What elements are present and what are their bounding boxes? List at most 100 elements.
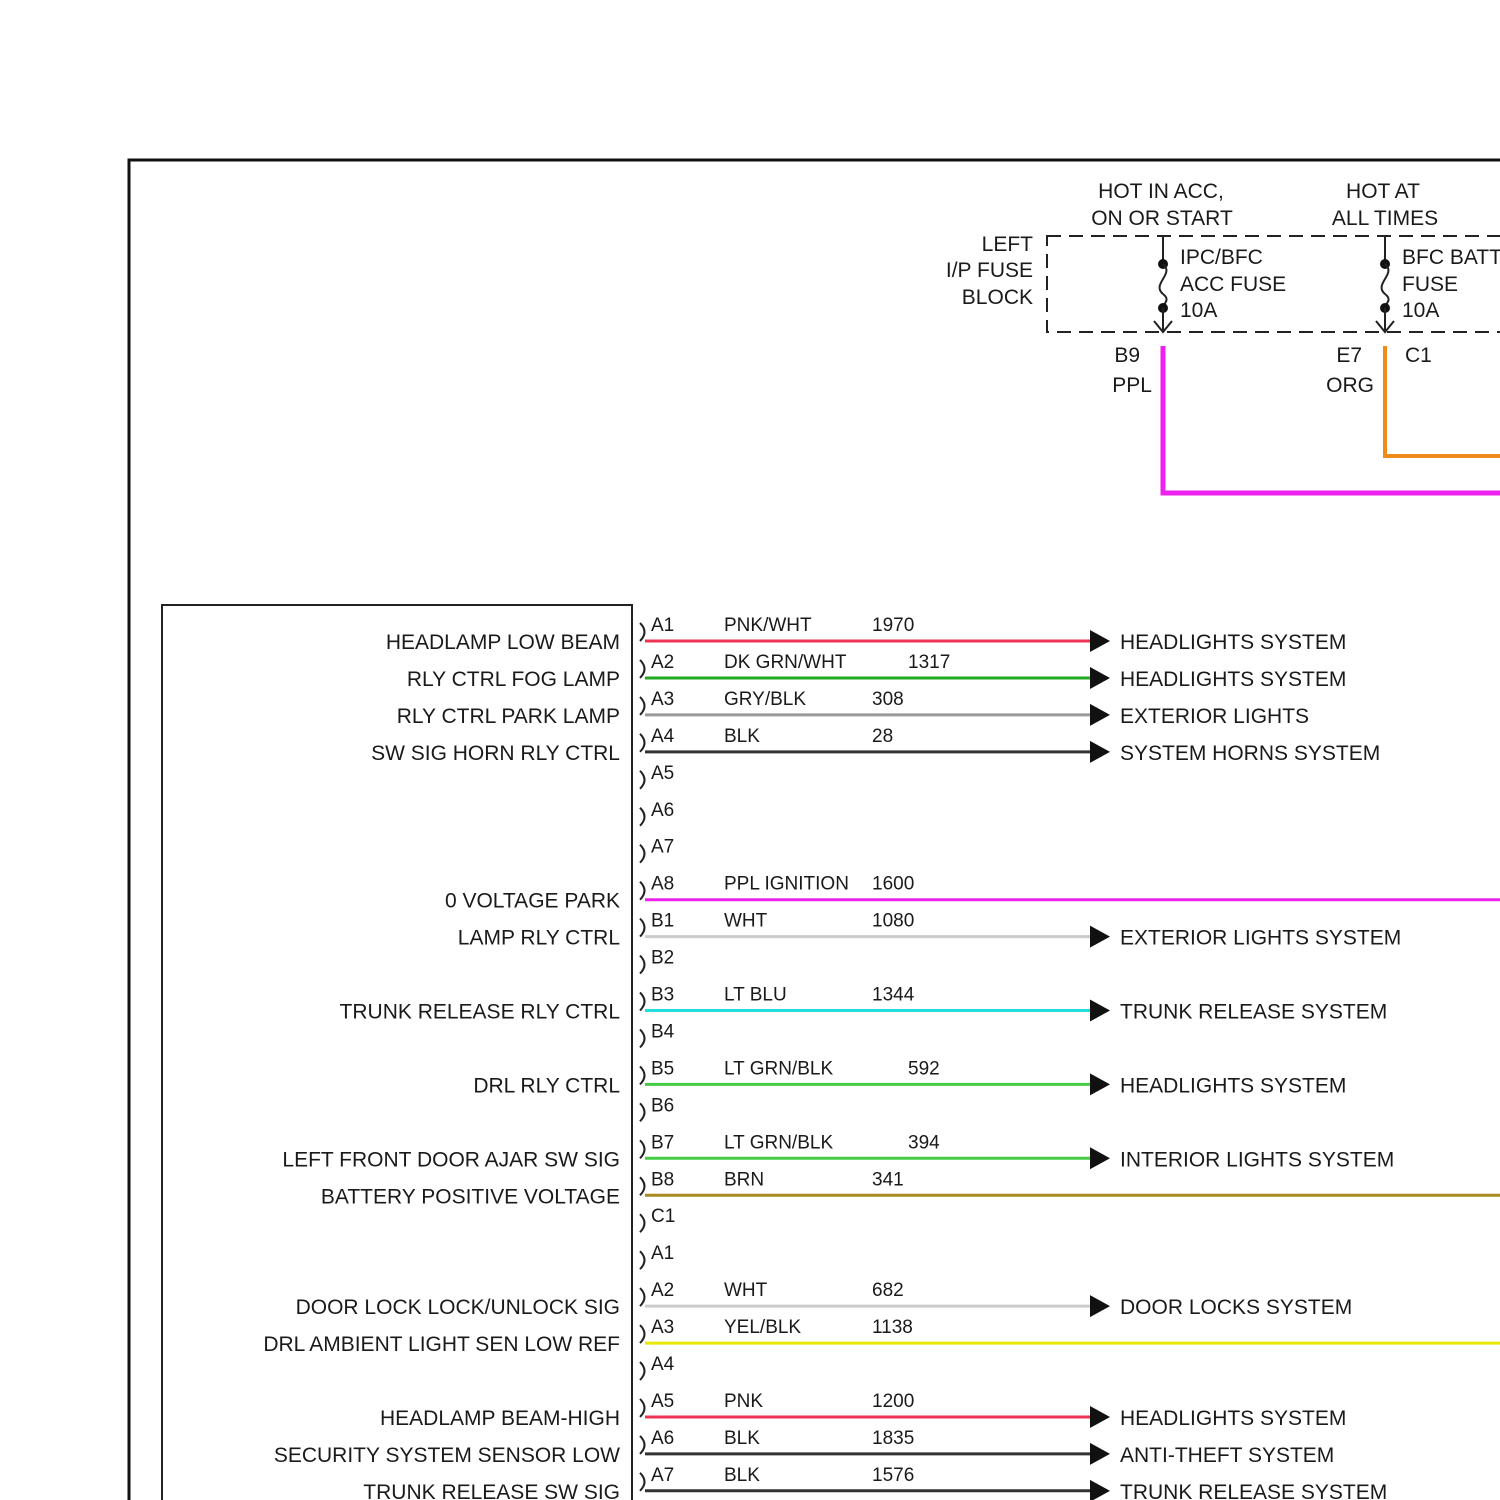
connector-bracket: [640, 771, 645, 789]
circuit-number: 1835: [872, 1428, 914, 1449]
arrow-head: [1090, 1443, 1110, 1465]
wire-color-label: LT GRN/BLK: [724, 1058, 833, 1079]
module-function-label: RLY CTRL FOG LAMP: [407, 668, 620, 691]
circuit-number: 1317: [908, 652, 950, 673]
module-function-label: SECURITY SYSTEM SENSOR LOW: [274, 1444, 620, 1467]
connector-bracket: [640, 808, 645, 826]
pin-label: B1: [651, 911, 674, 932]
pin-label: B4: [651, 1022, 675, 1043]
fuse-1-pin: B9: [1114, 344, 1140, 367]
wire-color-label: WHT: [724, 1280, 768, 1301]
pin-label: A1: [651, 1243, 674, 1264]
connector-bracket: [640, 919, 645, 937]
arrow-head: [1090, 1295, 1110, 1317]
fuse-1-name-line2: ACC FUSE: [1180, 273, 1286, 296]
wire-color-label: PNK: [724, 1391, 763, 1412]
wire-color-label: LT BLU: [724, 985, 787, 1006]
pin-label: A7: [651, 837, 674, 858]
connector-bracket: [640, 993, 645, 1011]
wire-color-label: BLK: [724, 1465, 760, 1486]
connector-row: B4: [640, 1022, 675, 1048]
connector-bracket: [640, 1214, 645, 1232]
fuse-1-element: [1160, 264, 1167, 307]
fuse-1-wire: [1163, 346, 1500, 493]
destination-label: TRUNK RELEASE SYSTEM: [1120, 1481, 1387, 1500]
pin-label: A7: [651, 1465, 674, 1486]
pin-label: A4: [651, 1354, 675, 1375]
arrow-head: [1090, 630, 1110, 652]
pin-label: A4: [651, 726, 675, 747]
destination-label: HEADLIGHTS SYSTEM: [1120, 668, 1346, 691]
pin-label: C1: [651, 1206, 675, 1227]
fuse-2-element: [1382, 264, 1389, 307]
fuse-1-header-line2: ON OR START: [1091, 207, 1233, 230]
wire-color-label: YEL/BLK: [724, 1317, 801, 1338]
pin-label: B3: [651, 985, 674, 1006]
arrow-head: [1090, 667, 1110, 689]
circuit-number: 28: [872, 726, 893, 747]
pin-label: A6: [651, 1428, 674, 1449]
pin-label: A2: [651, 652, 674, 673]
circuit-number: 1970: [872, 615, 914, 636]
destination-label: INTERIOR LIGHTS SYSTEM: [1120, 1148, 1394, 1171]
circuit-number: 1080: [872, 911, 914, 932]
connector-bracket: [640, 1177, 645, 1195]
fuse-block-label-line3: BLOCK: [962, 286, 1033, 309]
destination-label: TRUNK RELEASE SYSTEM: [1120, 1001, 1387, 1024]
fuse-bfc-batt: HOT AT ALL TIMES BFC BATT FUSE 10A E7 C1…: [1326, 180, 1500, 456]
wire-color-label: GRY/BLK: [724, 689, 806, 710]
destination-label: HEADLIGHTS SYSTEM: [1120, 631, 1346, 654]
fuse-2-pin: E7: [1336, 344, 1362, 367]
arrow-head: [1090, 1147, 1110, 1169]
connector-bracket: [640, 956, 645, 974]
fuse-block: LEFT I/P FUSE BLOCK HOT IN ACC, ON OR ST…: [946, 180, 1500, 493]
circuit-number: 682: [872, 1280, 904, 1301]
fuse-2-pin-right: C1: [1405, 344, 1432, 367]
destination-label: DOOR LOCKS SYSTEM: [1120, 1296, 1352, 1319]
pin-label: A5: [651, 1391, 674, 1412]
module-function-label: RLY CTRL PARK LAMP: [397, 705, 620, 728]
connector-row: A2WHT682DOOR LOCK LOCK/UNLOCK SIGDOOR LO…: [296, 1280, 1353, 1319]
wire-color-label: DK GRN/WHT: [724, 652, 847, 673]
fuse-2-wire-color: ORG: [1326, 374, 1374, 397]
pin-label: B7: [651, 1132, 674, 1153]
connector-row: B6: [640, 1095, 674, 1121]
module-function-label: SW SIG HORN RLY CTRL: [371, 742, 620, 765]
connector-bracket: [640, 1288, 645, 1306]
arrow-head: [1090, 1480, 1110, 1500]
module-function-label: DRL RLY CTRL: [473, 1074, 620, 1097]
wire-color-label: LT GRN/BLK: [724, 1132, 833, 1153]
connector-bracket: [640, 1066, 645, 1084]
pin-label: A8: [651, 874, 674, 895]
fuse-2-name-line1: BFC BATT: [1402, 246, 1500, 269]
connector-bracket: [640, 1103, 645, 1121]
connector-bracket: [640, 660, 645, 678]
pin-label: A6: [651, 800, 674, 821]
fuse-2-name-line3: 10A: [1402, 299, 1439, 322]
circuit-number: 1600: [872, 874, 914, 895]
circuit-number: 341: [872, 1169, 904, 1190]
wire-color-label: PNK/WHT: [724, 615, 812, 636]
connector-bracket: [640, 623, 645, 641]
module-function-label: TRUNK RELEASE RLY CTRL: [340, 1001, 620, 1024]
module-function-label: BATTERY POSITIVE VOLTAGE: [321, 1185, 620, 1208]
pin-label: A1: [651, 615, 674, 636]
module-function-label: DRL AMBIENT LIGHT SEN LOW REF: [263, 1333, 620, 1356]
fuse-2-wire: [1385, 346, 1500, 456]
fuse-block-label-line1: LEFT: [982, 233, 1034, 256]
pin-label: A3: [651, 689, 674, 710]
fuse-1-wire-color: PPL: [1112, 374, 1152, 397]
fuse-1-header-line1: HOT IN ACC,: [1098, 180, 1224, 203]
connector-bracket: [640, 1251, 645, 1269]
module-box: [162, 605, 632, 1500]
pin-label: B5: [651, 1058, 674, 1079]
destination-label: SYSTEM HORNS SYSTEM: [1120, 742, 1380, 765]
connector-row: C1: [640, 1206, 675, 1232]
connector-bracket: [640, 1140, 645, 1158]
fuse-2-header-line2: ALL TIMES: [1332, 207, 1438, 230]
connector-row: A4: [640, 1354, 675, 1380]
